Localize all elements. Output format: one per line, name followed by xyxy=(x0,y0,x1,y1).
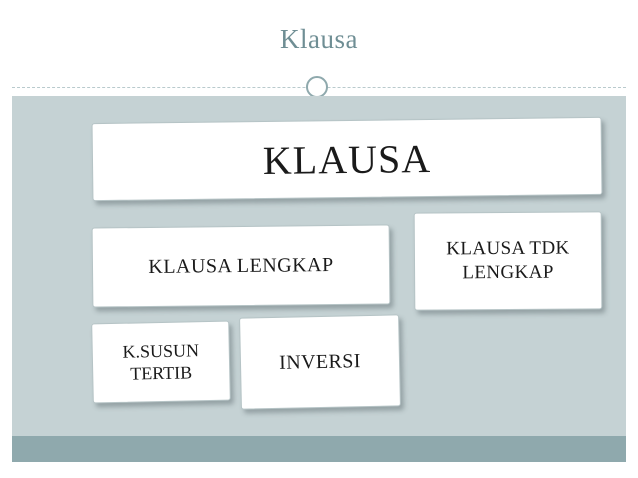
divider-circle-ornament xyxy=(306,76,328,98)
diagram-node-k-susun-tertib-label: K.SUSUN TERTIB xyxy=(122,339,200,384)
title-area: Klausa xyxy=(0,0,638,88)
diagram-node-root[interactable]: KLAUSA xyxy=(91,116,603,202)
footer-bar xyxy=(12,436,626,462)
page-title: Klausa xyxy=(280,24,358,54)
diagram-node-klausa-lengkap-label: KLAUSA LENGKAP xyxy=(148,253,334,278)
diagram-node-k-susun-tertib[interactable]: K.SUSUN TERTIB xyxy=(91,320,231,404)
diagram-node-inversi-label: INVERSI xyxy=(278,349,362,374)
diagram-node-klausa-tdk-lengkap[interactable]: KLAUSA TDK LENGKAP xyxy=(413,211,603,311)
diagram-node-klausa-tdk-lengkap-label: KLAUSA TDK LENGKAP xyxy=(446,237,570,284)
diagram-node-klausa-lengkap[interactable]: KLAUSA LENGKAP xyxy=(91,224,391,308)
diagram-node-inversi[interactable]: INVERSI xyxy=(239,314,401,410)
diagram-node-root-label: KLAUSA xyxy=(262,135,432,183)
